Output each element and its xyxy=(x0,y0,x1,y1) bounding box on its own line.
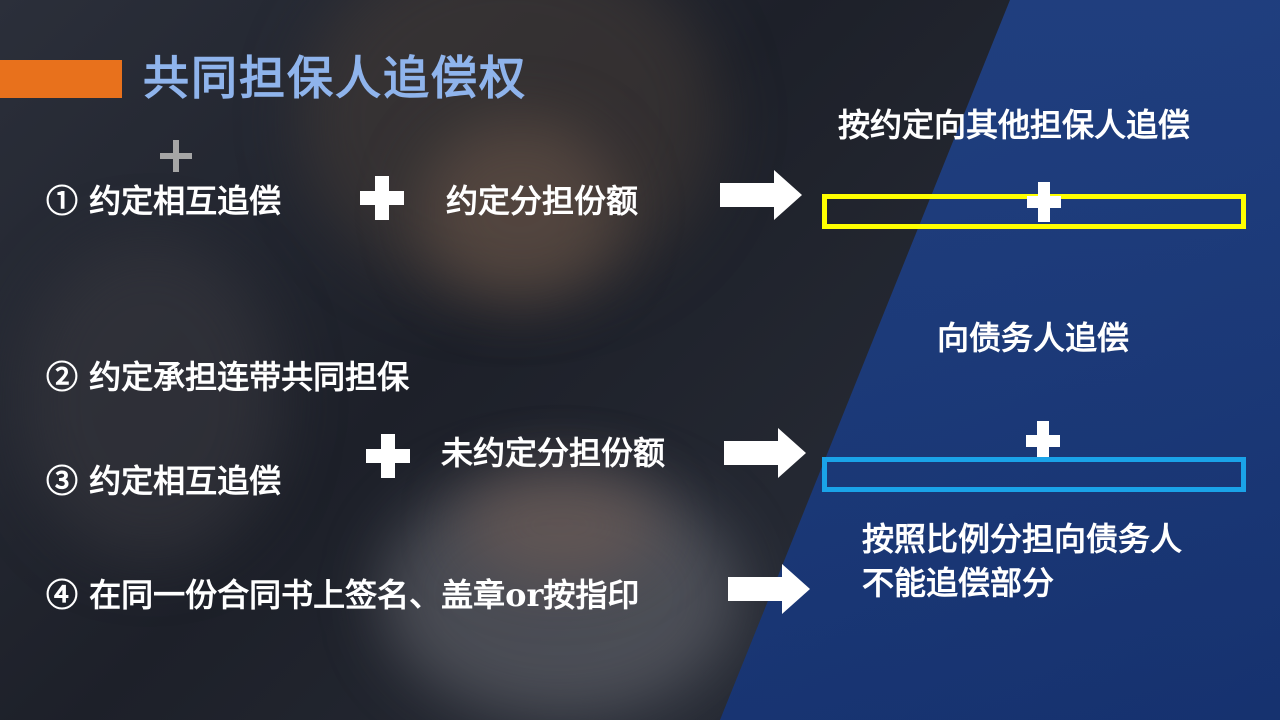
blue-result-box xyxy=(822,457,1246,492)
row1-result-top: 按约定向其他担保人追偿 xyxy=(838,106,1191,144)
row1-label: ① 约定相互追偿 xyxy=(46,182,282,220)
row3-result-line2: 不能追偿部分 xyxy=(862,564,1055,602)
title-accent-bar xyxy=(0,60,122,98)
row1-operand: 约定分担份额 xyxy=(446,182,639,220)
plus-icon xyxy=(1027,182,1061,222)
right-arrow-icon xyxy=(724,428,806,478)
slide-title: 共同担保人追偿权 xyxy=(143,51,527,105)
row2-label: ② 约定承担连带共同担保 xyxy=(46,358,410,396)
plus-icon-decorative xyxy=(160,140,192,172)
right-arrow-icon xyxy=(728,564,810,614)
background-photo-shadow xyxy=(300,0,720,300)
plus-icon xyxy=(1026,421,1060,461)
background-photo-hand xyxy=(420,120,620,300)
background-photo-hand-lower xyxy=(460,470,660,580)
row3-operand: 未约定分担份额 xyxy=(441,434,666,472)
row4-label: ④ 在同一份合同书上签名、盖章or按指印 xyxy=(46,576,640,614)
background-photo-left-shoulder xyxy=(20,240,280,560)
plus-icon xyxy=(360,176,404,220)
background-photo-paper xyxy=(380,470,740,720)
right-arrow-icon xyxy=(720,170,802,220)
plus-icon xyxy=(366,434,410,478)
row3-label: ③ 约定相互追偿 xyxy=(46,462,282,500)
row3-result-line1: 按照比例分担向债务人 xyxy=(862,520,1183,558)
row2-result-top: 向债务人追偿 xyxy=(937,319,1130,357)
